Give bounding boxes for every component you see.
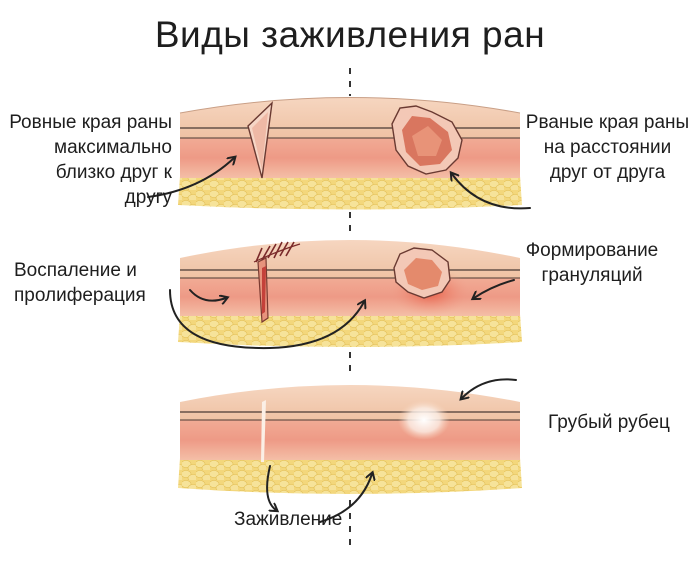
skin-panel-healed <box>178 385 522 494</box>
label-healing: Заживление <box>234 509 343 530</box>
healed-line <box>261 400 266 462</box>
ragged-wound <box>391 105 463 175</box>
label-rough-scar: Грубый рубец <box>548 412 670 433</box>
skin-panel-inflammation <box>178 240 522 347</box>
label-granulation: Формирование грануляций <box>525 240 659 286</box>
page-title: Виды заживления ран <box>154 14 546 55</box>
rough-scar <box>398 400 450 440</box>
granulation-wound <box>390 247 470 316</box>
curved-arrow-icon <box>147 158 531 523</box>
skin-panel-primary <box>178 97 522 210</box>
sutured-incision <box>253 241 301 324</box>
label-smooth-edges: Ровные края раны максимально близко друг… <box>9 112 172 208</box>
label-ragged-edges: Рваные края раны на расстоянии друг от д… <box>525 112 690 183</box>
label-inflammation: Воспаление и пролиферация <box>14 260 146 306</box>
